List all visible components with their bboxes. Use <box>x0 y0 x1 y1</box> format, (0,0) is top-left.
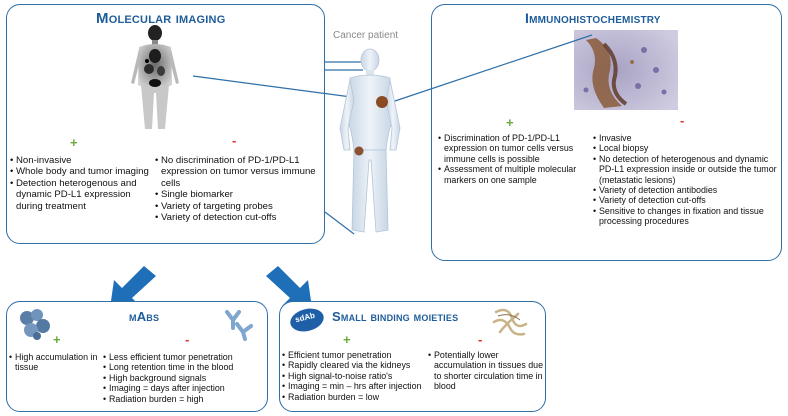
body-outline <box>339 48 401 233</box>
list-item: Imaging = days after injection <box>103 383 267 394</box>
panel-title: Molecular imaging <box>96 10 226 27</box>
nanobody-structure-icon <box>492 308 528 336</box>
list-item: Single biomarker <box>155 189 323 201</box>
list-item: Assessment of multiple molecular markers… <box>438 164 583 185</box>
list-item: Variety of targeting probes <box>155 201 323 213</box>
small-binding-panel: Small binding moieties sdAb + - Efficien… <box>279 301 546 412</box>
list-item: Less efficient tumor penetration <box>103 352 267 363</box>
small-binding-cons: Potentially lower accumulation in tissue… <box>428 350 544 392</box>
pet-scan-image <box>131 25 179 129</box>
panel-title: Small binding moieties <box>332 309 459 324</box>
center-label: Cancer patient <box>333 30 399 41</box>
mabs-panel: mAbs + - High accumulation in tissue Les… <box>6 301 268 412</box>
connector-to-leg <box>324 211 355 235</box>
list-item: Potentially lower accumulation in tissue… <box>428 350 544 392</box>
ihc-cons: Invasive Local biopsy No detection of he… <box>593 133 780 227</box>
tumor-shoulder-icon <box>376 96 388 108</box>
list-item: Variety of detection cut-offs <box>593 195 780 206</box>
mabs-pros: High accumulation in tissue <box>9 352 99 373</box>
molecular-imaging-panel: Molecular imaging + - Non-invasive Whole… <box>6 4 325 244</box>
pros-plus-icon: + <box>343 332 351 347</box>
list-item: Rapidly cleared via the kidneys <box>282 360 432 371</box>
cons-minus-icon: - <box>478 332 483 347</box>
list-item: Non-invasive <box>10 155 150 167</box>
tumor-hip-icon <box>354 146 364 156</box>
cons-minus-icon: - <box>185 332 190 347</box>
list-item: Whole body and tumor imaging <box>10 166 150 178</box>
molecular-imaging-pros: Non-invasive Whole body and tumor imagin… <box>10 155 150 212</box>
mabs-cons: Less efficient tumor penetration Long re… <box>103 352 267 404</box>
list-item: Efficient tumor penetration <box>282 350 432 361</box>
ihc-pros: Discrimination of PD-1/PD-L1 expression … <box>438 133 583 185</box>
antibody-protein-icon <box>20 309 50 340</box>
list-item: Radiation burden = low <box>282 392 432 403</box>
list-item: No discrimination of PD-1/PD-L1 expressi… <box>155 155 323 189</box>
list-item: Imaging = min – hrs after injection <box>282 381 432 392</box>
arrow-down-left-icon <box>110 266 156 308</box>
list-item: Sensitive to changes in fixation and tis… <box>593 206 780 227</box>
list-item: Local biopsy <box>593 143 780 154</box>
pros-plus-icon: + <box>53 332 61 347</box>
sdab-badge-icon <box>290 308 324 332</box>
connector-ihc-line <box>385 34 593 105</box>
list-item: Radiation burden = high <box>103 394 267 405</box>
list-item: High accumulation in tissue <box>9 352 99 373</box>
ihc-tissue-image <box>574 30 678 110</box>
list-item: Discrimination of PD-1/PD-L1 expression … <box>438 133 583 164</box>
cons-minus-icon: - <box>680 113 685 128</box>
list-item: Variety of detection antibodies <box>593 185 780 196</box>
molecular-imaging-cons: No discrimination of PD-1/PD-L1 expressi… <box>155 155 323 224</box>
list-item: High signal-to-noise ratio's <box>282 371 432 382</box>
panel-title: Immunohistochemistry <box>525 10 661 26</box>
list-item: Detection heterogenous and dynamic PD-L1… <box>10 178 150 212</box>
small-binding-pros: Efficient tumor penetration Rapidly clea… <box>282 350 432 402</box>
cons-minus-icon: - <box>232 133 237 148</box>
list-item: Invasive <box>593 133 780 144</box>
panel-title: mAbs <box>129 309 160 324</box>
list-item: Variety of detection cut-offs <box>155 212 323 224</box>
connector-imaging-diagonal <box>192 75 375 101</box>
antibody-y-icon <box>225 310 253 341</box>
list-item: No detection of heterogenous and dynamic… <box>593 154 780 185</box>
arrow-down-right-icon <box>266 266 312 308</box>
pros-plus-icon: + <box>506 115 514 130</box>
list-item: Long retention time in the blood <box>103 362 267 373</box>
list-item: High background signals <box>103 373 267 384</box>
pros-plus-icon: + <box>70 135 78 150</box>
immunohistochemistry-panel: Immunohistochemistry + - Discrimination … <box>431 4 782 261</box>
